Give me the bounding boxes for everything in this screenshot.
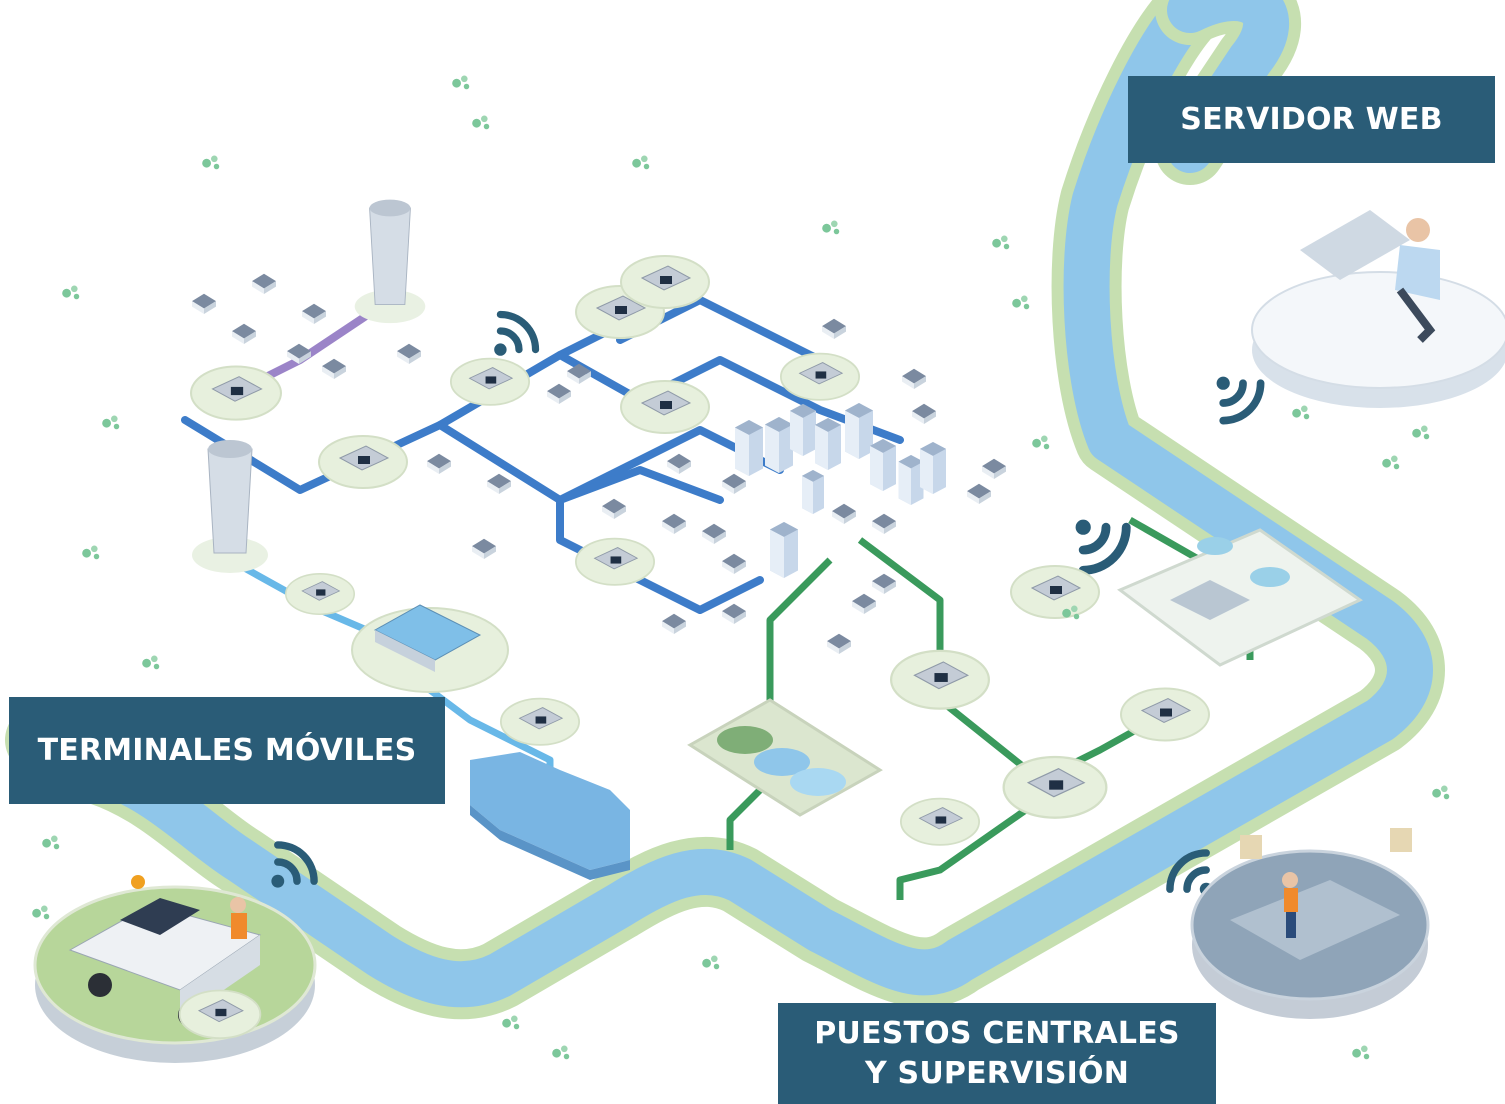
puestos-centrales-label: PUESTOS CENTRALES Y SUPERVISIÓN: [778, 1003, 1216, 1104]
overflow-tank-icon: [1002, 755, 1108, 819]
wifi-icon: [1217, 377, 1261, 421]
puestos-centrales-line1: PUESTOS CENTRALES: [814, 1015, 1180, 1051]
pumping-station-icon: [318, 435, 408, 489]
water-tank-icon: [500, 697, 580, 746]
lagoon-icon: [687, 698, 883, 817]
operator-desk-icon: [1251, 210, 1505, 408]
wastewater-plant-icon: [1117, 528, 1363, 667]
pumping-station-icon: [285, 572, 355, 616]
treatment-plant-icon: [890, 649, 990, 710]
city-center: [735, 403, 946, 578]
pumping-station-icon: [1120, 687, 1210, 742]
treatment-plant-icon: [351, 604, 509, 693]
factory-icon: [619, 254, 711, 310]
wifi-icon: [494, 314, 535, 355]
pumping-station-icon: [620, 380, 710, 434]
reservoir-icon: [470, 752, 630, 880]
terminales-moviles-label: TERMINALES MÓVILES: [9, 697, 445, 804]
valve-chamber-icon: [780, 352, 860, 401]
valve-chamber-icon: [450, 357, 530, 406]
supervision-platform-icon: [1190, 828, 1430, 1019]
water-tower-icon: [354, 199, 426, 324]
valve-chamber-icon: [900, 797, 980, 846]
meteo-station-icon: [1010, 565, 1100, 619]
river: [5, 0, 1445, 1020]
pumping-station-icon: [190, 365, 282, 421]
servidor-web-label: SERVIDOR WEB: [1128, 76, 1495, 163]
pickup-truck-icon: [33, 875, 317, 1063]
puestos-centrales-line2: Y SUPERVISIÓN: [864, 1055, 1130, 1091]
wifi-icon: [1076, 520, 1127, 571]
valve-chamber-icon: [575, 537, 655, 586]
